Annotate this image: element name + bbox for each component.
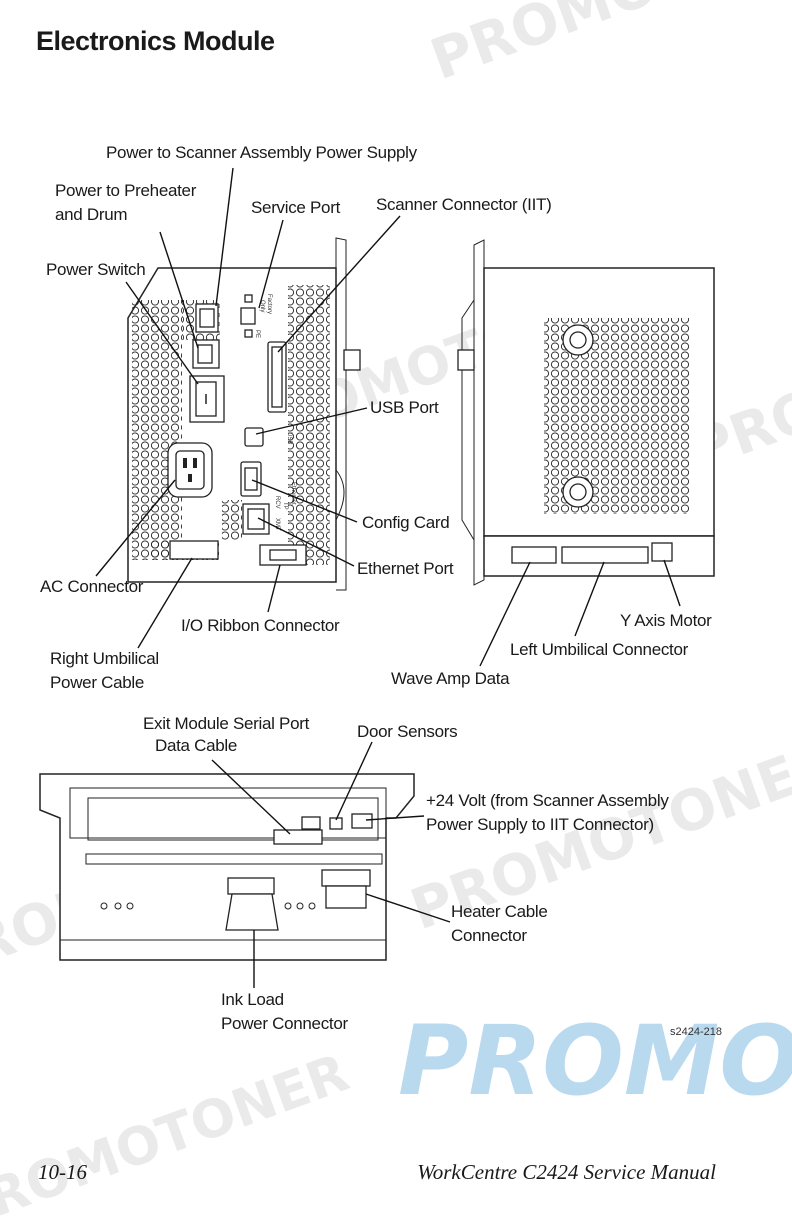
label-ink-load-line2: Power Connector — [221, 1014, 348, 1033]
label-usb-port: USB Port — [370, 398, 439, 417]
rear-panel-view: Factory Only PE USB Ethernet TP RCV XMT — [127, 237, 361, 591]
label-right-umbilical-line1: Right Umbilical — [50, 649, 159, 668]
only-text: Only — [259, 300, 265, 312]
label-service-port: Service Port — [251, 198, 341, 217]
watermark-text: PROMOTONER — [0, 1043, 356, 1224]
pe-text: PE — [254, 330, 260, 338]
tp-text: TP — [282, 502, 288, 510]
label-preheater-line2: and Drum — [55, 205, 127, 224]
label-y-axis-motor: Y Axis Motor — [620, 611, 712, 630]
promo-banner: PROMOT — [398, 1005, 792, 1117]
label-scanner-connector: Scanner Connector (IIT) — [376, 195, 551, 214]
label-left-umbilical: Left Umbilical Connector — [510, 640, 689, 659]
label-wave-amp: Wave Amp Data — [391, 669, 510, 688]
label-heater-line2: Connector — [451, 926, 527, 945]
label-door-sensors: Door Sensors — [357, 722, 457, 741]
label-io-ribbon: I/O Ribbon Connector — [181, 616, 340, 635]
rcv-text: RCV — [274, 496, 280, 509]
label-config-card: Config Card — [362, 513, 449, 532]
label-scanner-power: Power to Scanner Assembly Power Supply — [106, 143, 418, 162]
label-ethernet-port: Ethernet Port — [357, 559, 454, 578]
label-right-umbilical-line2: Power Cable — [50, 673, 144, 692]
label-24volt-line2: Power Supply to IIT Connector) — [426, 815, 654, 834]
bottom-view — [39, 773, 415, 961]
manual-title: WorkCentre C2424 Service Manual — [417, 1160, 716, 1184]
factory-text: Factory — [266, 294, 272, 314]
label-24volt-line1: +24 Volt (from Scanner Assembly — [426, 791, 669, 810]
label-power-switch: Power Switch — [46, 260, 145, 279]
xmt-text: XMT — [274, 518, 280, 531]
label-heater-line1: Heater Cable — [451, 902, 548, 921]
callout-labels: Power to Scanner Assembly Power Supply P… — [40, 143, 722, 1038]
watermark-text: PROMOTONER — [423, 0, 792, 93]
page-title: Electronics Module — [36, 26, 275, 56]
ethernet-text: Ethernet — [290, 482, 296, 505]
side-panel-view — [457, 239, 715, 586]
label-exit-module-line2: Data Cable — [155, 736, 237, 755]
figure-id: s2424-218 — [670, 1026, 722, 1038]
label-exit-module-line1: Exit Module Serial Port — [143, 714, 310, 733]
label-ac-connector: AC Connector — [40, 577, 144, 596]
label-ink-load-line1: Ink Load — [221, 990, 284, 1009]
usb-text: USB — [286, 432, 292, 444]
page-number: 10-16 — [38, 1160, 87, 1184]
leader-lines — [95, 167, 681, 988]
label-preheater-line1: Power to Preheater — [55, 181, 197, 200]
